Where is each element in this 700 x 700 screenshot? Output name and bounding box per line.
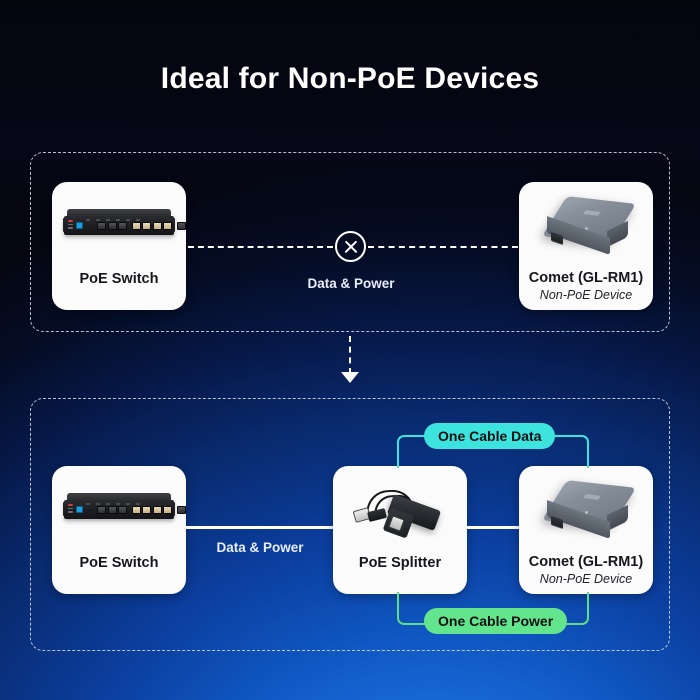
page-title: Ideal for Non-PoE Devices xyxy=(160,62,540,95)
card-poe-switch-bottom[interactable]: PoE Switch xyxy=(52,466,186,594)
section-direct-connection xyxy=(30,152,670,332)
card-label: Comet (GL-RM1) xyxy=(528,270,644,287)
connector-label-data-power-top: Data & Power xyxy=(307,276,395,291)
arrow-down-icon xyxy=(341,372,359,383)
card-label: PoE Switch xyxy=(79,271,159,288)
card-sublabel: Non-PoE Device xyxy=(539,288,633,302)
x-circle-icon xyxy=(335,231,366,262)
card-label: PoE Switch xyxy=(79,555,159,572)
comet-device-icon xyxy=(538,196,637,262)
card-comet-bottom[interactable]: Comet (GL-RM1) Non-PoE Device xyxy=(519,466,653,594)
card-label: PoE Splitter xyxy=(358,555,442,572)
connector-solid-splitter-to-comet xyxy=(466,526,520,529)
card-sublabel: Non-PoE Device xyxy=(539,572,633,586)
comet-artwork xyxy=(519,466,653,554)
card-label: Comet (GL-RM1) xyxy=(528,554,644,571)
connector-label-data-power-bottom: Data & Power xyxy=(216,540,304,555)
poe-splitter-artwork xyxy=(333,466,467,555)
badge-one-cable-data: One Cable Data xyxy=(424,423,556,449)
comet-artwork xyxy=(519,182,653,270)
connector-dashed-left xyxy=(188,246,333,248)
section-splitter-solution xyxy=(30,398,670,651)
connector-dashed-right xyxy=(368,246,518,248)
arrow-down-icon-stem xyxy=(349,336,351,374)
card-comet-top[interactable]: Comet (GL-RM1) Non-PoE Device xyxy=(519,182,653,310)
poe-switch-icon xyxy=(63,493,186,523)
card-poe-switch-top[interactable]: PoE Switch xyxy=(52,182,186,310)
poe-switch-artwork xyxy=(52,466,186,555)
badge-one-cable-power: One Cable Power xyxy=(424,608,568,634)
card-poe-splitter[interactable]: PoE Splitter xyxy=(333,466,467,594)
connector-solid-switch-to-splitter xyxy=(186,526,334,529)
poe-splitter-icon xyxy=(346,484,454,546)
comet-device-icon xyxy=(538,480,637,546)
poe-switch-artwork xyxy=(52,182,186,271)
poe-switch-icon xyxy=(63,209,186,239)
